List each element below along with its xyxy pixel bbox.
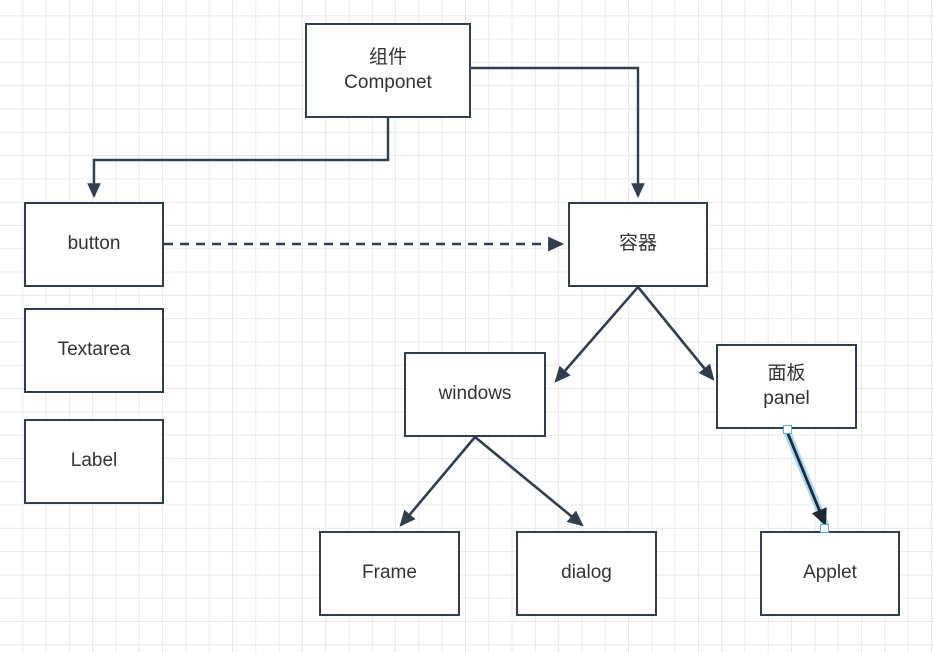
node-applet-label: Applet [803, 562, 857, 584]
edge-container-to-windows[interactable] [554, 286, 639, 383]
node-frame[interactable]: Frame [319, 531, 460, 616]
edge-endpoint-handle-source[interactable] [783, 425, 792, 434]
node-container[interactable]: 容器 [568, 202, 708, 287]
node-componet[interactable]: 组件 Componet [305, 23, 471, 118]
node-button[interactable]: button [24, 202, 164, 287]
node-windows-label: windows [438, 383, 512, 405]
edge-panel-to-applet-highlight [782, 425, 829, 528]
node-label-label: Label [70, 450, 118, 472]
node-textarea-label: Textarea [57, 339, 131, 361]
node-componet-label-en: Componet [344, 71, 432, 93]
edge-componet-to-container[interactable] [471, 66, 645, 199]
node-label[interactable]: Label [24, 419, 164, 504]
node-frame-label: Frame [362, 562, 417, 584]
node-panel[interactable]: 面板 panel [716, 344, 857, 429]
node-panel-label-cn: 面板 [767, 363, 806, 385]
node-container-label: 容器 [618, 233, 657, 255]
edge-windows-to-frame[interactable] [399, 436, 476, 527]
node-applet[interactable]: Applet [760, 531, 900, 616]
node-textarea[interactable]: Textarea [24, 308, 164, 393]
node-componet-label-cn: 组件 [368, 47, 407, 69]
node-windows[interactable]: windows [404, 352, 546, 437]
edge-panel-to-applet[interactable] [784, 428, 827, 527]
edge-endpoint-handle-target[interactable] [820, 524, 829, 533]
edge-container-to-panel[interactable] [636, 286, 715, 381]
node-panel-label-en: panel [763, 387, 810, 409]
edge-componet-to-button[interactable] [87, 118, 390, 199]
node-button-label: button [67, 233, 121, 255]
node-dialog-label: dialog [561, 562, 612, 584]
node-dialog[interactable]: dialog [516, 531, 657, 616]
edge-windows-to-dialog[interactable] [474, 435, 584, 527]
